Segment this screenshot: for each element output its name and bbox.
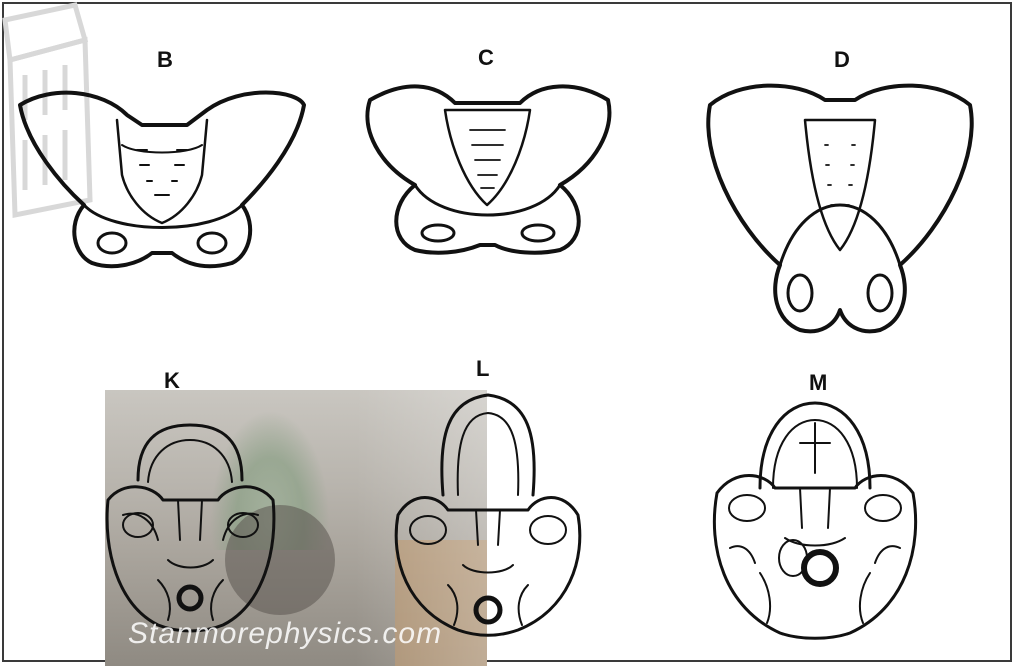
skull-l [388,385,588,640]
label-m: M [809,370,827,396]
pelvis-d [700,75,980,340]
pelvis-c [360,75,615,270]
label-d: D [834,47,850,73]
skull-m [705,398,925,643]
label-b: B [157,47,173,73]
label-l: L [476,356,489,382]
skull-k [98,420,283,635]
label-c: C [478,45,494,71]
watermark-text: Stanmorephysics.com [128,617,442,651]
pelvis-b [12,85,312,275]
